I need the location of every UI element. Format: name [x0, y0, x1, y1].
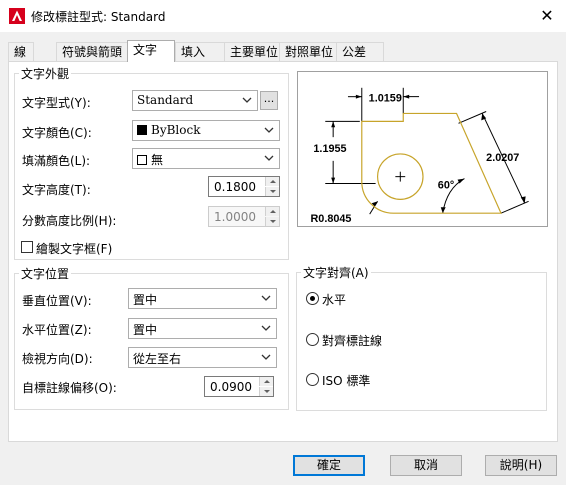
chevron-down-icon — [261, 295, 271, 301]
text-alignment-group — [296, 272, 547, 411]
chevron-down-icon — [261, 354, 271, 360]
window-title: 修改標註型式: Standard — [31, 10, 166, 24]
cancel-button[interactable]: 取消 — [390, 455, 462, 476]
chevron-down-icon — [242, 97, 252, 103]
color-swatch-icon — [137, 125, 147, 135]
align-iso-radio[interactable] — [306, 373, 319, 386]
fill-color-select[interactable]: 無 — [132, 148, 280, 169]
preview-dim-right: 2.0207 — [486, 152, 519, 164]
horizontal-position-select[interactable]: 置中 — [128, 318, 277, 339]
view-direction-select[interactable]: 從左至右 — [128, 347, 277, 368]
dimension-preview: 1.0159 1.1955 2.0207 60° R0.8045 — [297, 71, 548, 227]
preview-dim-left: 1.1955 — [313, 143, 346, 155]
horizontal-position-label: 水平位置(Z): — [22, 323, 92, 337]
text-color-label: 文字顏色(C): — [22, 126, 92, 140]
spin-up-icon[interactable] — [265, 207, 279, 216]
draw-frame-checkbox[interactable] — [21, 241, 33, 253]
text-alignment-title: 文字對齊(A) — [301, 264, 371, 281]
spin-up-icon[interactable] — [265, 177, 279, 186]
chevron-down-icon — [264, 155, 274, 161]
color-swatch-icon — [137, 155, 147, 165]
text-placement-title: 文字位置 — [19, 265, 72, 282]
text-style-label: 文字型式(Y): — [22, 96, 91, 110]
offset-input[interactable]: 0.0900 — [204, 376, 274, 397]
spin-down-icon[interactable] — [265, 217, 279, 226]
spin-up-icon[interactable] — [259, 377, 273, 386]
title-bar — [0, 0, 566, 32]
text-color-select[interactable]: ByBlock — [132, 120, 280, 141]
preview-dim-angle: 60° — [438, 179, 454, 191]
tab-lines[interactable]: 線 — [8, 42, 34, 61]
tab-symbols-arrows[interactable]: 符號與箭頭 — [56, 42, 128, 61]
tab-text[interactable]: 文字 — [127, 40, 175, 62]
align-iso-label: ISO 標準 — [322, 374, 371, 388]
fraction-height-input[interactable]: 1.0000 — [208, 206, 280, 227]
offset-label: 自標註線偏移(O): — [22, 381, 117, 395]
autocad-logo-icon — [9, 8, 25, 24]
text-style-select[interactable]: Standard — [132, 90, 258, 111]
fraction-height-label: 分數高度比例(H): — [22, 214, 117, 228]
preview-dim-top: 1.0159 — [369, 93, 402, 105]
text-height-label: 文字高度(T): — [22, 183, 91, 197]
help-button[interactable]: 說明(H) — [485, 455, 557, 476]
text-placement-group — [14, 273, 289, 410]
view-direction-label: 檢視方向(D): — [22, 352, 93, 366]
tab-alternate-units[interactable]: 對照單位 — [279, 42, 337, 61]
align-dimline-label: 對齊標註線 — [322, 334, 383, 348]
chevron-down-icon — [264, 127, 274, 133]
preview-dim-radius: R0.8045 — [310, 213, 351, 225]
spin-down-icon[interactable] — [265, 187, 279, 196]
spin-down-icon[interactable] — [259, 387, 273, 396]
ok-button[interactable]: 確定 — [293, 455, 365, 476]
tab-tolerances[interactable]: 公差 — [336, 42, 384, 61]
vertical-position-select[interactable]: 置中 — [128, 288, 277, 309]
fill-color-label: 填滿顏色(L): — [22, 154, 91, 168]
align-dimline-radio[interactable] — [306, 333, 319, 346]
text-style-browse-button[interactable]: ... — [260, 91, 278, 110]
text-appearance-title: 文字外觀 — [19, 65, 72, 82]
vertical-position-label: 垂直位置(V): — [22, 294, 92, 308]
align-horizontal-radio[interactable] — [306, 292, 319, 305]
align-horizontal-label: 水平 — [322, 293, 347, 307]
draw-frame-label: 繪製文字框(F) — [36, 242, 113, 256]
close-button[interactable]: ✕ — [540, 6, 554, 25]
chevron-down-icon — [261, 325, 271, 331]
tab-fit[interactable]: 填入 — [175, 42, 225, 61]
text-height-input[interactable]: 0.1800 — [208, 176, 280, 197]
tab-primary-units[interactable]: 主要單位 — [224, 42, 280, 61]
text-appearance-group — [14, 73, 289, 260]
